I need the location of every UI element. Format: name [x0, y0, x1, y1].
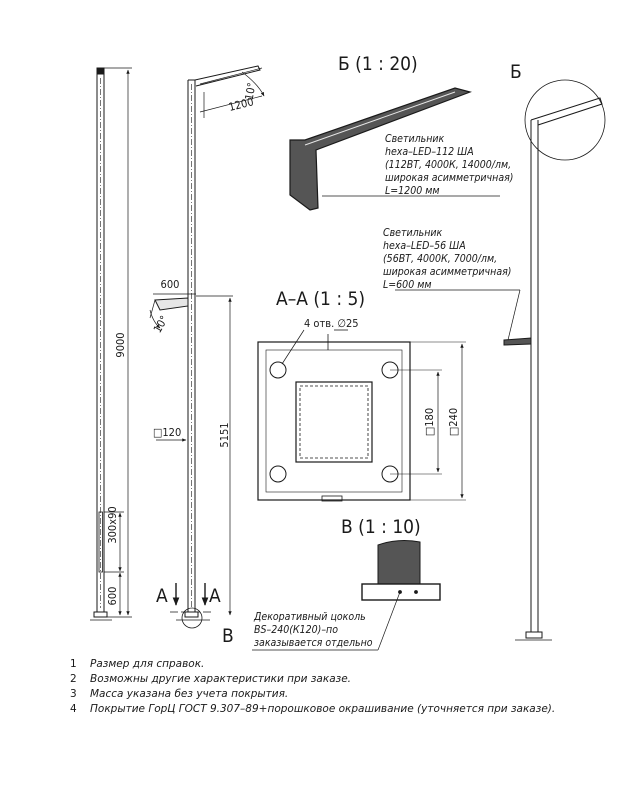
section-aa-drawing: [257, 329, 466, 502]
detail-v-title: В (1 : 10): [341, 516, 421, 538]
svg-text:Светильник: Светильник: [385, 133, 445, 145]
dim-inner-square: □180: [423, 408, 436, 436]
dim-bracket-top: 1200: [227, 95, 255, 114]
dim-shaft-square: □120: [153, 426, 181, 439]
detail-b-title: Б (1 : 20): [338, 53, 418, 75]
detail-b-drawing: [289, 87, 472, 211]
section-mark-left: А: [156, 585, 168, 607]
dim-holes: 4 отв. ∅25: [304, 317, 359, 330]
section-mark-right: А: [209, 585, 221, 607]
detail-v-drawing: [252, 540, 441, 651]
height-dimension: [104, 67, 132, 618]
svg-text:L=1200 мм: L=1200 мм: [385, 185, 439, 197]
luminaire-top-label: Светильник hexa–LED–112 ША (112ВТ, 4000К…: [385, 133, 513, 197]
pole-front-view: [149, 65, 263, 629]
svg-text:заказывается отдельно: заказывается отдельно: [254, 637, 373, 649]
dim-bracket-mid: 600: [161, 278, 180, 291]
dim-angle-top: 10°: [243, 82, 259, 102]
svg-text:Светильник: Светильник: [383, 227, 443, 239]
callout-b: Б: [510, 61, 522, 83]
dim-door-size: 300х90: [106, 506, 119, 543]
section-aa-title: А–А (1 : 5): [276, 288, 365, 310]
dim-angle-mid: 10°: [151, 313, 171, 335]
front-dimensions: [149, 71, 265, 616]
pole-right-view: [503, 79, 606, 641]
svg-text:L=600 мм: L=600 мм: [383, 279, 431, 291]
svg-text:Декоративный цоколь: Декоративный цоколь: [253, 611, 366, 623]
svg-text:широкая асимметричная): широкая асимметричная): [383, 266, 511, 278]
svg-text:hexa–LED–112 ША: hexa–LED–112 ША: [385, 146, 474, 158]
svg-text:(112ВТ, 4000К, 14000/лм,: (112ВТ, 4000К, 14000/лм,: [385, 159, 511, 171]
svg-text:BS–240(К120)–по: BS–240(К120)–по: [254, 624, 338, 636]
dim-door-height: 600: [106, 587, 119, 606]
svg-text:hexa–LED–56 ША: hexa–LED–56 ША: [383, 240, 466, 252]
dim-height: 9000: [114, 332, 127, 357]
luminaire-mid-label: Светильник hexa–LED–56 ША (56ВТ, 4000К, …: [383, 227, 511, 291]
svg-text:широкая асимметричная): широкая асимметричная): [385, 172, 513, 184]
pole-side-view: [90, 67, 112, 621]
svg-text:(56ВТ, 4000К, 7000/лм,: (56ВТ, 4000К, 7000/лм,: [383, 253, 497, 265]
base-note: Декоративный цоколь BS–240(К120)–по зака…: [253, 611, 373, 649]
dim-outer-square: □240: [447, 408, 460, 436]
callout-v: В: [222, 625, 234, 647]
dim-mid-height: 5151: [218, 422, 231, 447]
